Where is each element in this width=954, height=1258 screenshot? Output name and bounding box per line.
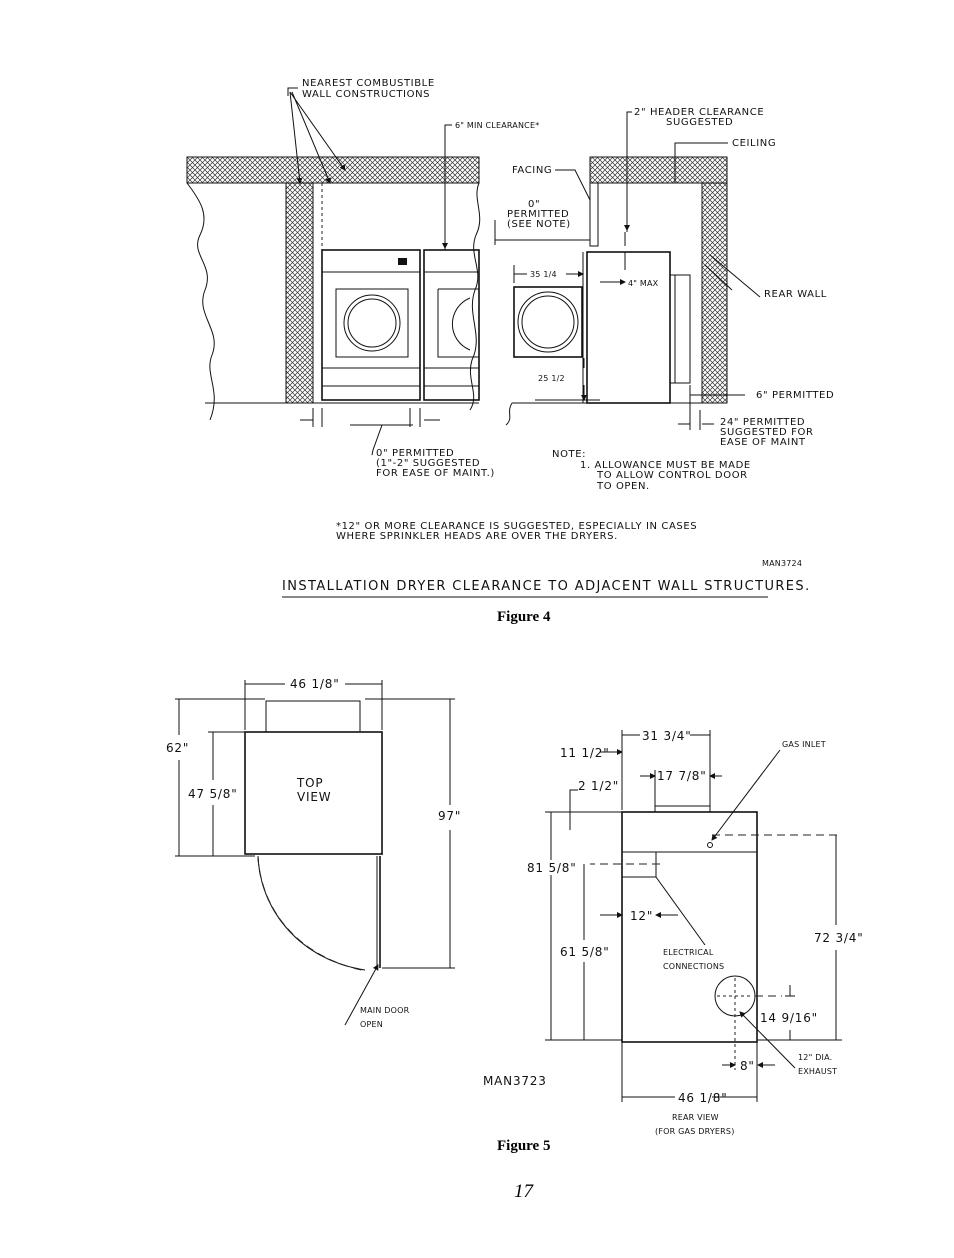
label-dim-14: 14 9/16" xyxy=(760,1011,818,1025)
front-view-walls xyxy=(186,156,481,421)
label-facing: FACING xyxy=(512,165,552,176)
label-zero-permitted-2: (1"-2" SUGGESTED xyxy=(376,458,480,469)
label-note-line-1: 1. ALLOWANCE MUST BE MADE xyxy=(580,460,751,471)
label-suggested-24-3: EASE OF MAINT xyxy=(720,437,806,448)
label-dim-61: 61 5/8" xyxy=(560,945,610,959)
figure-5-rear-view xyxy=(545,730,842,1102)
figure-4-title: INSTALLATION DRYER CLEARANCE TO ADJACENT… xyxy=(282,579,811,594)
label-gas-inlet: GAS INLET xyxy=(782,740,826,749)
label-dim-72: 72 3/4" xyxy=(814,931,864,945)
label-note-heading: NOTE: xyxy=(552,449,586,460)
label-dim-12: 12" xyxy=(630,909,653,923)
label-dim-11: 11 1/2" xyxy=(560,746,610,760)
label-zero-2: PERMITTED xyxy=(507,209,569,220)
label-zero-3: (SEE NOTE) xyxy=(507,219,571,230)
label-zero-1: 0" xyxy=(528,199,540,210)
label-bottom-dim-46: 46 1/8" xyxy=(678,1091,728,1105)
label-electrical-1: ELECTRICAL xyxy=(663,948,714,957)
label-suggested-24-2: SUGGESTED FOR xyxy=(720,427,814,438)
label-nearest-combustible-2: WALL CONSTRUCTIONS xyxy=(302,89,430,100)
label-suggested-24-1: 24" PERMITTED xyxy=(720,417,805,428)
figure-5-caption: Figure 5 xyxy=(497,1138,551,1154)
figure-5-top-view-door-arc xyxy=(257,857,367,972)
front-view-leaders xyxy=(287,87,452,456)
label-rear-wall: REAR WALL xyxy=(764,289,827,300)
label-dim-8: 8" xyxy=(740,1059,755,1073)
label-nearest-combustible-1: NEAREST COMBUSTIBLE xyxy=(302,78,435,89)
label-exhaust-1: 12" DIA. xyxy=(798,1053,832,1062)
label-dim-47: 47 5/8" xyxy=(188,787,238,801)
label-dim-97: 97" xyxy=(438,809,461,823)
front-view-dryers xyxy=(321,249,480,401)
label-dim-31: 31 3/4" xyxy=(642,729,692,743)
figure-4-labels: NEAREST COMBUSTIBLE WALL CONSTRUCTIONS 6… xyxy=(282,78,834,594)
label-dim-2: 2 1/2" xyxy=(578,779,619,793)
figure-4-clearance-diagram xyxy=(186,87,768,598)
label-dim-25: 25 1/2 xyxy=(538,374,565,383)
side-view-dryer xyxy=(513,111,761,430)
label-header-clearance-2: SUGGESTED xyxy=(666,117,733,128)
label-top-dim-46: 46 1/8" xyxy=(290,677,340,691)
label-main-door-1: MAIN DOOR xyxy=(360,1006,410,1015)
figure-4-caption: Figure 4 xyxy=(497,609,551,625)
label-zero-permitted-3: FOR EASE OF MAINT.) xyxy=(376,468,495,479)
label-exhaust-2: EXHAUST xyxy=(798,1067,837,1076)
label-dim-81: 81 5/8" xyxy=(527,861,577,875)
label-header-clearance-1: 2" HEADER CLEARANCE xyxy=(634,107,764,118)
label-dim-17: 17 7/8" xyxy=(657,769,707,783)
page-number: 17 xyxy=(514,1181,533,1202)
label-zero-permitted-1: 0" PERMITTED xyxy=(376,448,454,459)
figure-5-labels: 46 1/8" 62" 47 5/8" TOP VIEW 97" MAIN DO… xyxy=(166,677,864,1136)
label-drawing-id-5: MAN3723 xyxy=(483,1074,547,1088)
label-six-permitted: 6" PERMITTED xyxy=(756,390,834,401)
label-top-view-1: TOP xyxy=(296,776,323,790)
figure-5-top-view xyxy=(175,680,455,1026)
label-footnote-1: *12" OR MORE CLEARANCE IS SUGGESTED, ESP… xyxy=(336,521,697,532)
label-dim-62: 62" xyxy=(166,741,189,755)
label-rear-view-1: REAR VIEW xyxy=(672,1113,719,1122)
label-dim-35: 35 1/4 xyxy=(530,270,557,279)
side-view-walls xyxy=(494,156,728,426)
label-min-clearance: 6" MIN CLEARANCE* xyxy=(455,121,539,130)
label-electrical-2: CONNECTIONS xyxy=(663,962,724,971)
label-main-door-2: OPEN xyxy=(360,1020,383,1029)
label-top-view-2: VIEW xyxy=(297,790,331,804)
label-rear-view-2: (FOR GAS DRYERS) xyxy=(655,1127,735,1136)
label-max-4: 4" MAX xyxy=(628,279,659,288)
label-note-line-2: TO ALLOW CONTROL DOOR xyxy=(596,470,748,481)
label-note-line-3: TO OPEN. xyxy=(596,481,650,492)
label-ceiling: CEILING xyxy=(732,138,776,149)
label-drawing-id-4: MAN3724 xyxy=(762,559,802,568)
label-footnote-2: WHERE SPRINKLER HEADS ARE OVER THE DRYER… xyxy=(336,531,618,542)
